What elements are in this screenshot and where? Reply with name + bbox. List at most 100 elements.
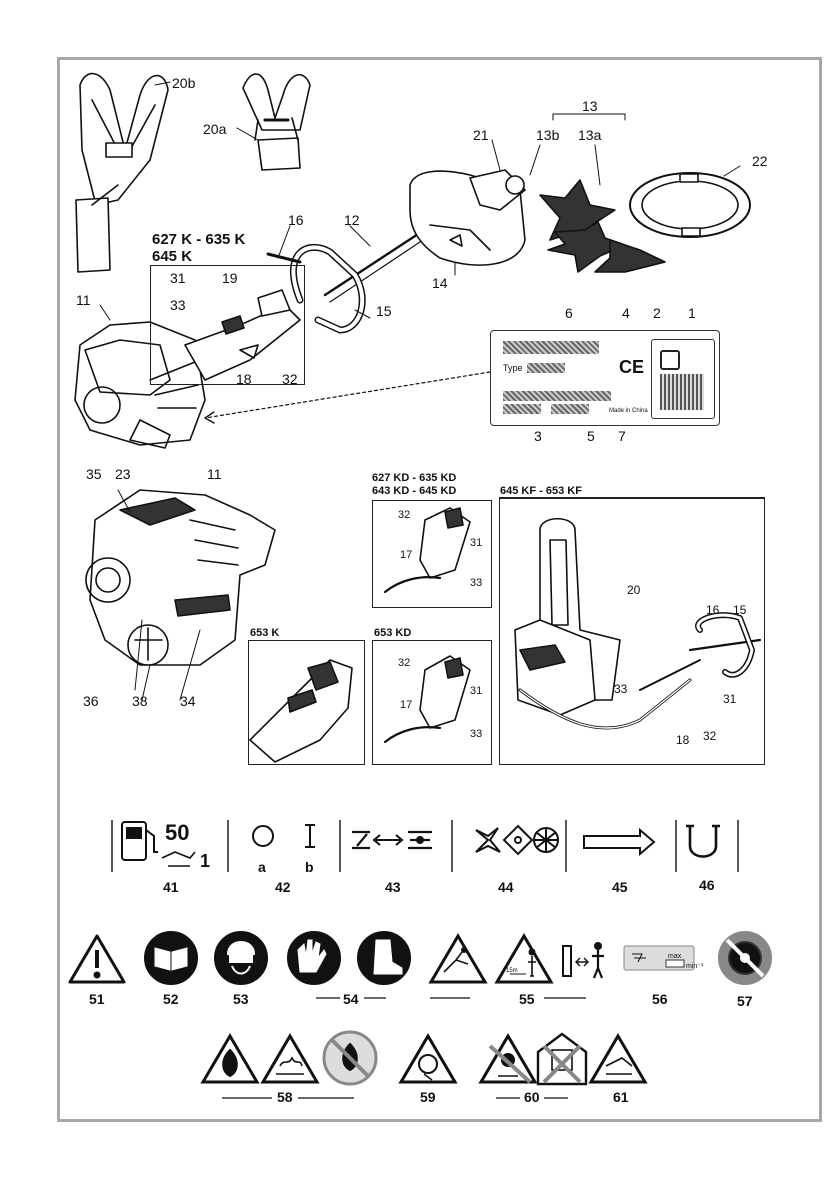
- callout-13b: 13b: [536, 127, 560, 143]
- kf-inset-panel: [499, 497, 765, 765]
- switch-on-icon: [305, 824, 315, 848]
- harness-20b-drawing: [75, 72, 169, 273]
- callout-kd653-31: 31: [470, 685, 483, 697]
- symbol-number-52: 52: [163, 991, 179, 1007]
- plate-made-in: Made in China: [609, 408, 648, 414]
- callout-20b: 20b: [172, 75, 196, 91]
- callout-4: 4: [622, 305, 630, 321]
- plate-pointer-line: [204, 371, 491, 419]
- hot-muffler-icon: [588, 1033, 648, 1084]
- max-speed-icon: [623, 945, 695, 971]
- switch-label-a: a: [258, 859, 266, 875]
- leader-lines-top: [99, 81, 741, 321]
- no-open-flame-icon: [322, 1030, 378, 1086]
- no-indoor-use-icon: [536, 1032, 588, 1086]
- fuel-ratio-bottom: 1: [200, 851, 211, 871]
- no-saw-blade-icon: [718, 931, 772, 985]
- plate-field-3: [503, 404, 541, 414]
- callout-kd653-32: 32: [398, 657, 411, 669]
- hot-surface-icon: [260, 1033, 320, 1084]
- gloves-icon: [287, 931, 341, 985]
- symbol-number-60: 60: [524, 1089, 540, 1105]
- callout-kd653-33: 33: [470, 728, 483, 740]
- handle-inset-panel: [150, 265, 305, 385]
- blades-drawing: [539, 179, 666, 273]
- keep-distance-icon: [494, 933, 554, 984]
- no-children-animals-icon: [478, 1033, 538, 1084]
- kf-backpack-drawing: [514, 518, 762, 730]
- callout-3: 3: [534, 428, 542, 444]
- callout-5: 5: [587, 428, 595, 444]
- callout-34: 34: [180, 693, 196, 709]
- symbol-number-59: 59: [420, 1089, 436, 1105]
- fuel-ratio-top: 50: [165, 820, 190, 845]
- face-protection-icon: [214, 931, 268, 985]
- boots-icon: [357, 931, 411, 985]
- callout-kd-33: 33: [470, 577, 483, 589]
- callout-kf-18: 18: [676, 733, 690, 747]
- symbol-number-58: 58: [277, 1089, 293, 1105]
- k653-inset-panel: [248, 640, 365, 765]
- switch-label-b: b: [305, 859, 314, 875]
- callout-kf-32: 32: [703, 729, 717, 743]
- model-label-653k: 653 K: [250, 627, 280, 639]
- callout-18: 18: [236, 371, 252, 387]
- distance-label: 15m: [506, 968, 518, 974]
- symbol-number-44: 44: [498, 879, 514, 895]
- plate-barcode: [660, 374, 704, 410]
- callout-kf-20: 20: [627, 583, 641, 597]
- callout-19: 19: [222, 270, 238, 286]
- kd-inset-panel: [372, 500, 492, 608]
- callout-kf-16: 16: [706, 603, 720, 617]
- model-label-main-1: 627 K - 635 K: [152, 231, 246, 248]
- callout-15: 15: [376, 303, 392, 319]
- callout-36: 36: [83, 693, 99, 709]
- plate-field-5: [551, 404, 589, 414]
- rating-plate: Type CE Made in China: [490, 330, 720, 426]
- callout-16: 16: [288, 212, 304, 228]
- model-label-kd-1: 627 KD - 635 KD: [372, 472, 457, 484]
- callout-kd653-17: 17: [400, 699, 413, 711]
- callout-1: 1: [688, 305, 696, 321]
- symbol-number-43: 43: [385, 879, 401, 895]
- plate-field-7: [503, 391, 611, 401]
- callout-kd-17: 17: [400, 549, 413, 561]
- callout-23: 23: [115, 466, 131, 482]
- plate-field-6: [503, 341, 599, 354]
- symbol-number-42: 42: [275, 879, 291, 895]
- symbol-number-51: 51: [89, 991, 105, 1007]
- callout-13: 13: [582, 98, 598, 114]
- callout-kd-31: 31: [470, 537, 483, 549]
- rotation-arrow-icon: [583, 827, 656, 857]
- loop-handle-icon: [686, 824, 720, 858]
- callout-32: 32: [282, 371, 298, 387]
- callout-kd-32: 32: [398, 509, 411, 521]
- harness-20a-drawing: [242, 73, 311, 171]
- callout-13a: 13a: [578, 127, 602, 143]
- model-label-kd-2: 643 KD - 645 KD: [372, 485, 457, 497]
- ce-mark: CE: [619, 357, 645, 377]
- page-frame: [57, 57, 822, 1122]
- symbol-number-57: 57: [737, 993, 753, 1009]
- plate-logo-box: [651, 339, 715, 419]
- read-manual-icon: [144, 931, 198, 985]
- callout-38: 38: [132, 693, 148, 709]
- kickback-icon: [398, 1033, 458, 1084]
- callout-kf-33: 33: [614, 682, 628, 696]
- handle-inset-drawing: [184, 289, 301, 381]
- callout-35: 35: [86, 466, 102, 482]
- callout-11: 11: [76, 292, 91, 308]
- model-label-653kd: 653 KD: [374, 627, 412, 639]
- model-label-main-2: 645 K: [152, 248, 193, 265]
- model-label-kf: 645 KF - 653 KF: [500, 485, 582, 497]
- max-speed-label: max: [668, 953, 682, 960]
- kd653-handle-drawing: [383, 655, 471, 744]
- warning-icon: [68, 934, 126, 984]
- guard-ring-drawing: [629, 172, 751, 238]
- callout-12: 12: [344, 212, 360, 228]
- max-speed-unit: min⁻¹: [686, 963, 704, 970]
